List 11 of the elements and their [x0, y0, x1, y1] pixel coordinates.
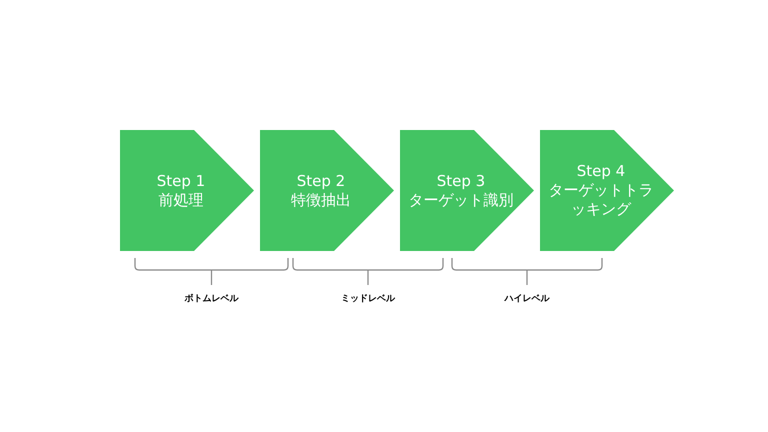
level-label: ハイレベル	[504, 293, 550, 305]
step-number: Step 2	[296, 172, 346, 190]
step-name: 前処理	[158, 190, 204, 210]
level-label: ボトムレベル	[184, 292, 238, 305]
step-name: 特徴抽出	[291, 190, 351, 210]
step-number: Step 3	[436, 172, 486, 190]
step-name: ターゲット識別	[408, 190, 514, 210]
step-number: Step 4	[576, 162, 626, 181]
step-number: Step 1	[156, 172, 206, 190]
level-label: ミッドレベル	[341, 293, 395, 305]
step-name: ターゲットトラッキング	[548, 181, 654, 219]
